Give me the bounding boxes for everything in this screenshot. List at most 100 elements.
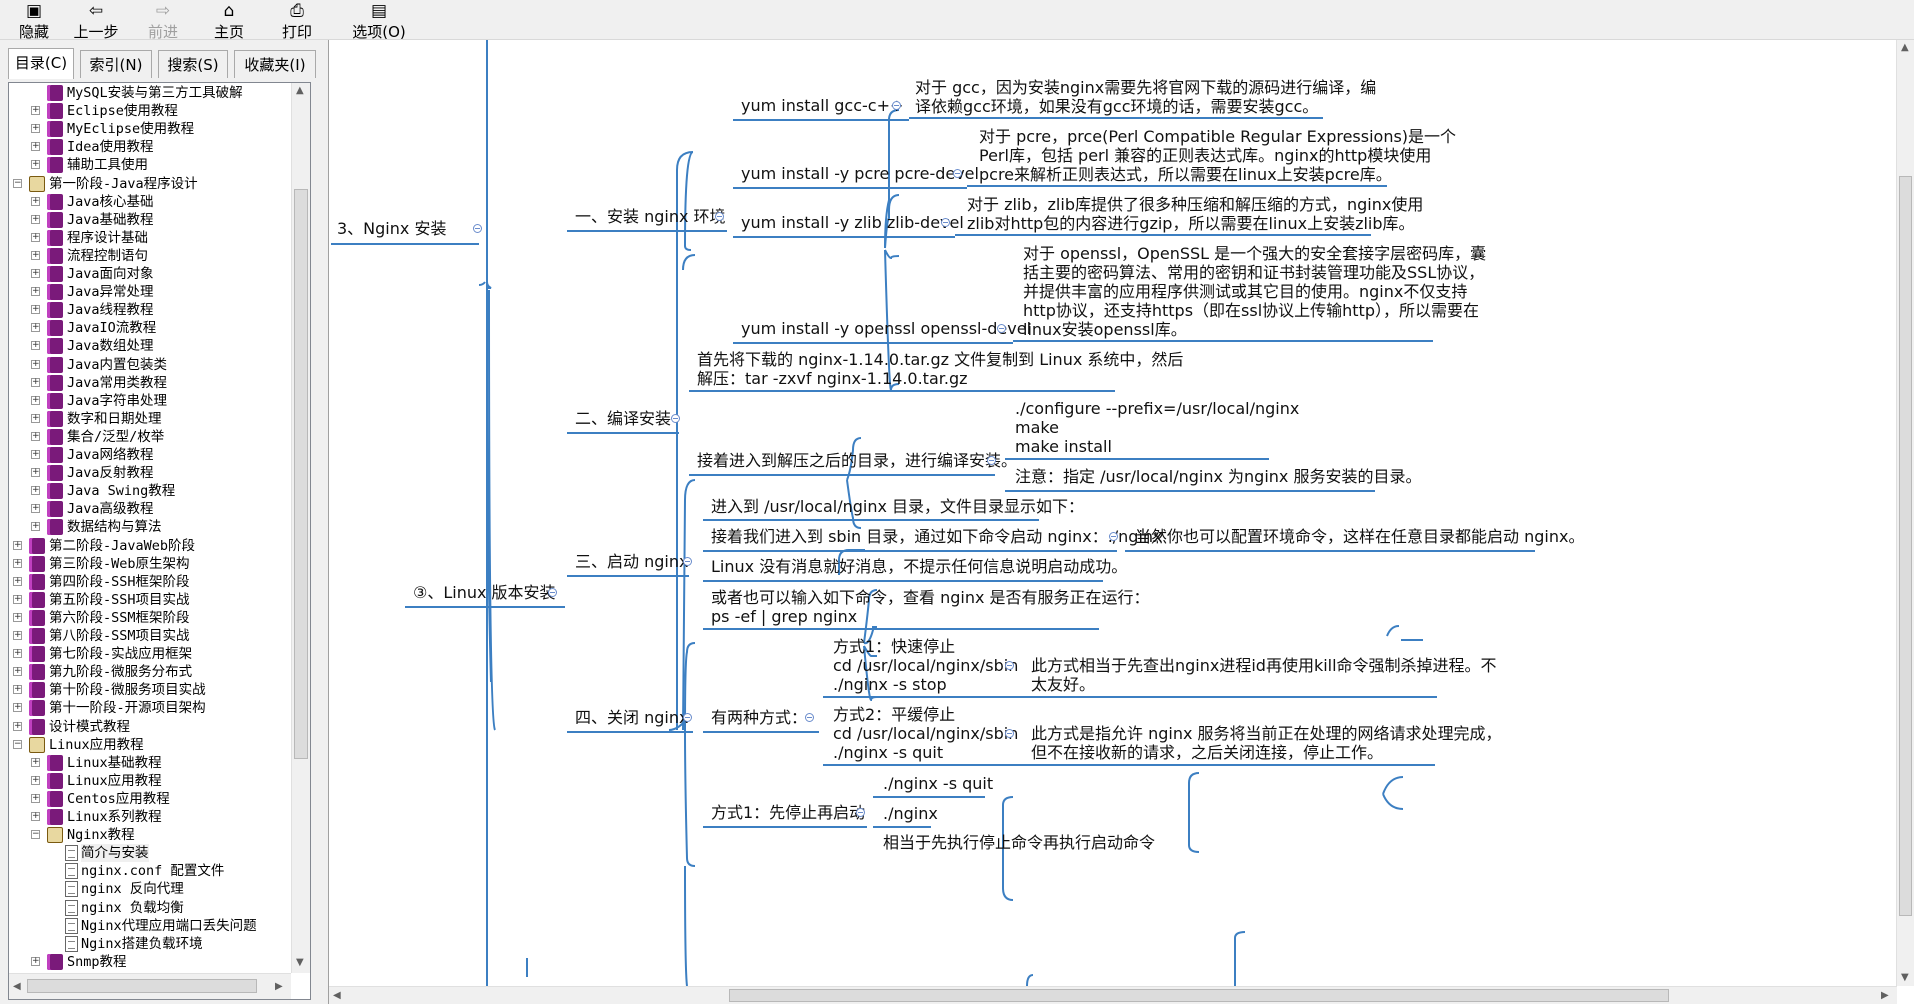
expand-icon[interactable]: + [13,702,22,713]
tree-folder[interactable]: +MyEclipse使用教程 [9,120,291,138]
tree-folder[interactable]: +Java网络教程 [9,446,291,464]
tab-search[interactable]: 搜索(S) [158,50,228,78]
tab-favorites[interactable]: 收藏夹(I) [234,50,316,78]
expand-icon[interactable]: + [31,231,40,242]
collapse-icon[interactable] [941,218,950,227]
forward-button[interactable]: ⇨前进 [138,0,188,41]
expand-icon[interactable]: + [31,123,40,134]
collapse-icon[interactable] [1109,532,1118,541]
tree-folder[interactable]: +Java内置包装类 [9,356,291,374]
scroll-right-icon[interactable]: ▶ [1881,990,1889,1001]
collapse-icon[interactable] [997,324,1006,333]
tree-folder[interactable]: +集合/泛型/枚举 [9,428,291,446]
expand-icon[interactable]: + [13,630,22,640]
tree-folder[interactable]: +Centos应用教程 [9,790,291,808]
content-scroll-thumb[interactable] [1899,176,1912,916]
collapse-icon[interactable] [856,808,865,817]
expand-icon[interactable]: + [31,159,40,170]
expand-icon[interactable]: + [13,593,22,604]
tree-folder[interactable]: +Linux应用教程 [9,772,291,790]
tree-folder[interactable]: +Java字符串处理 [9,392,291,410]
tree-folder[interactable]: +JavaIO流教程 [9,319,291,337]
tree-folder[interactable]: −Nginx教程 [9,826,291,844]
tree-topic[interactable]: nginx.conf 配置文件 [9,862,291,880]
tree-folder[interactable]: +Java核心基础 [9,193,291,211]
expand-icon[interactable]: + [13,539,22,550]
expand-icon[interactable]: + [31,521,40,532]
collapse-icon[interactable] [987,456,996,465]
tree-scroll-thumb[interactable] [294,189,308,759]
expand-icon[interactable]: + [31,792,40,803]
scroll-left-icon[interactable]: ◀ [13,981,21,992]
tree-topic[interactable]: Nginx代理应用端口丢失问题 [9,917,291,935]
expand-icon[interactable]: + [31,449,40,459]
expand-icon[interactable]: + [31,105,40,116]
expand-icon[interactable]: + [31,503,40,514]
expand-icon[interactable]: + [31,249,40,260]
collapse-icon[interactable]: − [31,829,40,840]
expand-icon[interactable]: + [13,611,22,622]
expand-icon[interactable]: + [31,195,40,206]
tree-folder[interactable]: +第七阶段-实战应用框架 [9,645,291,663]
tree-folder[interactable]: +Java高级教程 [9,500,291,518]
tree-folder[interactable]: +Java基础教程 [9,211,291,229]
tree-horizontal-scrollbar[interactable]: ◀ ▶ [9,973,291,999]
pane-splitter[interactable] [318,44,328,1004]
tree-folder[interactable]: +第二阶段-JavaWeb阶段 [9,537,291,555]
expand-icon[interactable]: + [13,684,22,695]
expand-icon[interactable]: + [31,485,40,496]
tree-topic[interactable]: 简介与安装 [9,844,291,863]
tree-topic[interactable]: Nginx搭建负载环境 [9,935,291,953]
tree-folder[interactable]: +第十一阶段-开源项目架构 [9,699,291,717]
options-button[interactable]: ▤选项(O) [344,0,414,41]
collapse-icon[interactable] [1005,729,1014,738]
tree-folder[interactable]: +Linux基础教程 [9,754,291,772]
tree-folder[interactable]: +第三阶段-Web原生架构 [9,555,291,573]
tree-folder[interactable]: +辅助工具使用 [9,156,291,174]
tree-folder[interactable]: +第十阶段-微服务项目实战 [9,681,291,699]
tree-folder[interactable]: MySQL安装与第三方工具破解 [9,84,291,102]
tree-folder[interactable]: +Java面向对象 [9,265,291,283]
collapse-icon[interactable] [953,169,962,178]
tree-folder[interactable]: +Java常用类教程 [9,374,291,392]
collapse-icon[interactable] [805,713,814,722]
expand-icon[interactable]: + [13,557,22,568]
tree-folder[interactable]: +程序设计基础 [9,229,291,247]
collapse-icon[interactable] [671,414,680,423]
expand-icon[interactable]: + [13,575,22,586]
collapse-icon[interactable] [548,588,557,597]
collapse-icon[interactable] [473,224,482,233]
content-vertical-scrollbar[interactable]: ▲ ▼ [1896,40,1914,986]
print-button[interactable]: ⎙打印 [272,0,322,41]
tree-folder[interactable]: −第一阶段-Java程序设计 [9,175,291,193]
tree-folder[interactable]: +Linux系列教程 [9,808,291,826]
scroll-left-icon[interactable]: ◀ [333,990,341,1001]
expand-icon[interactable]: + [31,811,40,821]
tree-folder[interactable]: +Java数组处理 [9,337,291,355]
expand-icon[interactable]: + [31,955,40,966]
tree-folder[interactable]: +第四阶段-SSH框架阶段 [9,573,291,591]
content-hscroll-thumb[interactable] [729,989,1669,1002]
tree-hscroll-thumb[interactable] [27,979,257,993]
collapse-icon[interactable] [715,212,724,221]
tree-folder[interactable]: +Java异常处理 [9,283,291,301]
tree-folder[interactable]: +数字和日期处理 [9,410,291,428]
collapse-icon[interactable] [892,101,901,110]
expand-icon[interactable]: + [31,467,40,478]
tab-index[interactable]: 索引(N) [80,50,152,78]
expand-icon[interactable]: + [31,412,40,423]
collapse-icon[interactable] [1005,661,1014,670]
tree-folder[interactable]: +Java反射教程 [9,464,291,482]
scroll-up-icon[interactable]: ▲ [296,85,304,96]
tree-folder[interactable]: +Eclipse使用教程 [9,102,291,120]
expand-icon[interactable]: + [31,340,40,351]
expand-icon[interactable]: + [31,322,40,333]
scroll-down-icon[interactable]: ▼ [1901,972,1909,983]
hide-button[interactable]: ▣隐藏 [12,0,56,41]
expand-icon[interactable]: + [31,376,40,387]
tree-topic[interactable]: nginx 负载均衡 [9,899,291,917]
tree-folder[interactable]: +第六阶段-SSM框架阶段 [9,609,291,627]
scroll-down-icon[interactable]: ▼ [296,957,304,968]
contents-tree[interactable]: MySQL安装与第三方工具破解+Eclipse使用教程+MyEclipse使用教… [9,83,291,973]
expand-icon[interactable]: + [13,720,22,731]
